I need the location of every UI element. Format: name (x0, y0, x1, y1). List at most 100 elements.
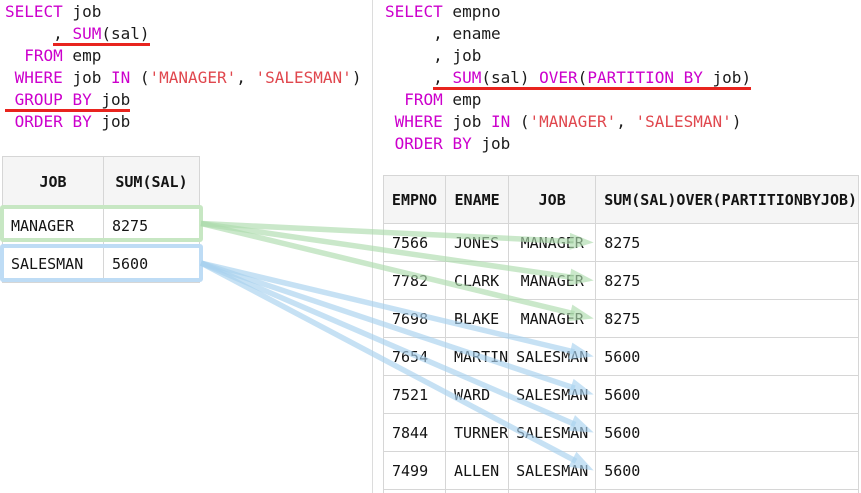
sql-text: ( (510, 112, 530, 131)
sql-text: job (62, 2, 102, 21)
sql-text: , job (433, 46, 482, 65)
sql-text: job (91, 90, 131, 109)
sql-string-literal: 'MANAGER' (529, 112, 617, 131)
sql-string-literal: 'MANAGER' (149, 68, 237, 87)
sum-cell: 5600 (595, 451, 860, 490)
job-cell: SALESMAN (508, 337, 597, 376)
sql-keyword: IN (110, 68, 131, 87)
sql-text: (sal) (101, 24, 150, 43)
ename-cell: MARTIN (444, 337, 510, 376)
job-cell: SALESMAN (508, 451, 597, 490)
code-line: , SUM(sal) (5, 23, 361, 46)
empno-cell: 7698 (383, 299, 446, 338)
sum-cell: 5600 (595, 413, 860, 452)
sql-keyword: SELECT (385, 2, 443, 21)
column-header: SUM(SAL) (103, 156, 200, 207)
sum-cell: 8275 (595, 223, 860, 262)
sum-cell: 8275 (103, 206, 200, 245)
code-line: SELECT empno (385, 1, 751, 23)
sql-string-literal: 'SALESMAN' (255, 68, 352, 87)
table-row-clipped (383, 489, 860, 493)
sum-cell: 8275 (595, 261, 860, 300)
code-line: FROM emp (5, 45, 361, 67)
left-query-code: SELECT job , SUM(sal) FROM emp WHERE job… (5, 1, 361, 133)
column-header: SUM(SAL)OVER(PARTITIONBYJOB) (595, 175, 860, 224)
job-cell: SALESMAN (508, 375, 597, 414)
sql-keyword: ORDER BY (14, 112, 92, 131)
code-line: , job (385, 45, 751, 67)
empno-cell: 7499 (383, 451, 446, 490)
job-cell: MANAGER (2, 206, 104, 245)
sql-keyword: PARTITION BY (587, 68, 703, 87)
sql-keyword: SUM (72, 24, 102, 43)
ename-cell: TURNER (444, 413, 510, 452)
sql-text: ( (130, 68, 150, 87)
code-line: GROUP BY job (5, 89, 361, 112)
code-line: SELECT job (5, 1, 361, 23)
sql-text: job (62, 68, 111, 87)
sql-text: job) (702, 68, 752, 87)
code-line: FROM emp (385, 89, 751, 111)
sql-string-literal: 'SALESMAN' (635, 112, 732, 131)
code-line: WHERE job IN ('MANAGER', 'SALESMAN') (385, 111, 751, 133)
sum-cell: 5600 (595, 337, 860, 376)
code-line: , SUM(sal) OVER(PARTITION BY job) (385, 67, 752, 90)
sql-keyword: WHERE (394, 112, 443, 131)
sql-text: , (433, 68, 453, 87)
ename-cell: ALLEN (444, 451, 510, 490)
empno-cell: 7654 (383, 337, 446, 376)
red-underline-annotation: GROUP BY job (5, 90, 131, 112)
empno-cell: 7844 (383, 413, 446, 452)
ename-cell: WARD (444, 375, 510, 414)
job-cell: SALESMAN (2, 244, 104, 283)
sql-text: (sal) (481, 68, 540, 87)
panel-divider (372, 0, 373, 493)
sql-text: emp (62, 46, 102, 65)
sql-text: job (471, 134, 511, 153)
job-cell: MANAGER (508, 299, 597, 338)
sql-text: , (53, 24, 73, 43)
sql-text: empno (442, 2, 501, 21)
sql-text: ) (731, 112, 742, 131)
column-header: JOB (2, 156, 104, 207)
sum-cell: 5600 (103, 244, 200, 283)
sql-text: ) (351, 68, 362, 87)
code-line: ORDER BY job (385, 133, 751, 155)
sql-text: , (616, 112, 636, 131)
code-line: ORDER BY job (5, 111, 361, 133)
sql-text: emp (442, 90, 482, 109)
sql-keyword: FROM (24, 46, 63, 65)
sql-keyword: OVER (539, 68, 578, 87)
empno-cell: 7521 (383, 375, 446, 414)
job-cell: MANAGER (508, 261, 597, 300)
column-header: ENAME (444, 175, 510, 224)
sql-keyword: SUM (452, 68, 482, 87)
red-underline-annotation: , SUM(sal) OVER(PARTITION BY job) (433, 68, 752, 90)
red-underline-annotation: , SUM(sal) (53, 24, 150, 46)
right-query-code: SELECT empno , ename , job , SUM(sal) OV… (385, 1, 752, 155)
code-line: WHERE job IN ('MANAGER', 'SALESMAN') (5, 67, 362, 89)
job-cell: SALESMAN (508, 413, 597, 452)
sql-keyword: ORDER BY (394, 134, 472, 153)
sql-keyword: IN (490, 112, 511, 131)
sum-cell: 5600 (595, 375, 860, 414)
sql-text: ( (577, 68, 588, 87)
ename-cell: BLAKE (444, 299, 510, 338)
sql-text: job (442, 112, 491, 131)
column-header: EMPNO (383, 175, 446, 224)
empno-cell: 7782 (383, 261, 446, 300)
